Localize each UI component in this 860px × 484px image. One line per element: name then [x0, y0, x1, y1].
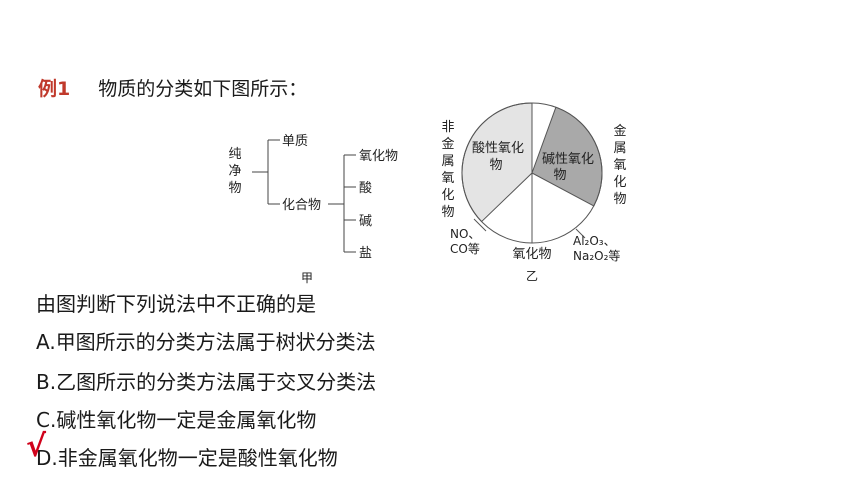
right-vertical-char: 物 — [613, 192, 626, 207]
option-c[interactable]: C.碱性氧化物一定是金属氧化物 — [36, 408, 317, 432]
right-vertical-char: 氧 — [613, 158, 626, 173]
basic-region-label-2: 物 — [553, 168, 566, 183]
cross-diagram-yi: 酸性氧化 物 碱性氧化 物 氧化物 NO、 CO等 Al₂O₃、 Na₂O₂等 … — [441, 102, 627, 283]
note-right-2: Na₂O₂等 — [573, 249, 620, 263]
example-heading: 例1 物质的分类如下图所示： — [38, 74, 307, 101]
question-stem: 由图判断下列说法中不正确的是 — [36, 292, 316, 316]
option-b[interactable]: B.乙图所示的分类方法属于交叉分类法 — [36, 370, 377, 394]
tree-node-oxide: 氧化物 — [359, 149, 398, 164]
left-vertical-char: 金 — [441, 136, 454, 152]
tree-node-acid: 酸 — [359, 181, 372, 196]
figure-yi-caption: 乙 — [526, 269, 538, 283]
acidic-region-label-2: 物 — [489, 158, 502, 173]
tree-root-char-2: 净 — [228, 164, 241, 179]
tree-node-compound: 化合物 — [282, 198, 321, 213]
oxide-bottom-label: 氧化物 — [512, 247, 551, 262]
tree-root-char-3: 物 — [228, 181, 241, 196]
left-vertical-char: 属 — [441, 154, 454, 169]
note-left-2: CO等 — [450, 242, 480, 256]
tree-node-salt: 盐 — [359, 246, 372, 261]
answer-check-mark: √ — [26, 429, 47, 464]
tree-root-char-1: 纯 — [228, 147, 241, 162]
example-title: 物质的分类如下图所示： — [98, 78, 308, 100]
example-tag: 例1 — [38, 78, 71, 100]
figure-jia-caption: 甲 — [301, 271, 313, 285]
note-left-1: NO、 — [450, 227, 480, 241]
option-d[interactable]: D.非金属氧化物一定是酸性氧化物 — [36, 446, 338, 470]
right-vertical-char: 属 — [613, 141, 626, 156]
right-vertical-char: 金 — [613, 123, 626, 139]
leader-left — [473, 218, 487, 232]
option-a[interactable]: A.甲图所示的分类方法属于树状分类法 — [36, 330, 376, 354]
left-vertical-char: 非 — [441, 120, 454, 135]
leader-right — [575, 228, 586, 239]
right-vertical-char: 化 — [613, 175, 626, 190]
acidic-region-label-1: 酸性氧化 — [472, 141, 524, 156]
left-vertical-char: 化 — [441, 188, 454, 203]
tree-node-base: 碱 — [359, 214, 372, 229]
basic-region-label-1: 碱性氧化 — [542, 152, 594, 167]
left-vertical-char: 氧 — [441, 171, 454, 186]
nonmetal-oxide-vertical-label: 非金属氧化物 — [441, 120, 454, 220]
left-vertical-char: 物 — [441, 205, 454, 220]
tree-node-element: 单质 — [282, 134, 308, 149]
note-right-1: Al₂O₃、 — [573, 234, 616, 248]
tree-diagram-jia: 纯 净 物 单质 化合物 氧化物 酸 碱 盐 甲 — [228, 134, 398, 285]
metal-oxide-vertical-label: 金属氧化物 — [613, 123, 626, 207]
